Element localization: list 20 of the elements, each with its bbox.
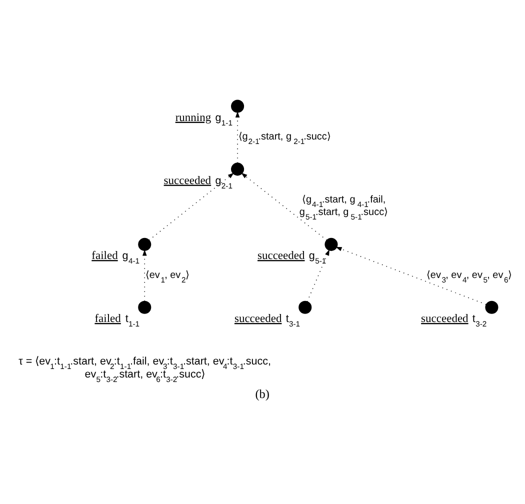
node-label: g$_{1-1}$ (215, 111, 232, 127)
edge-label: ⟨g$_{4-1}$.start, g$_{4-1}$.fail, g$_{5-1}$.start, g$_{5-1}$.succ⟩ (299, 194, 388, 221)
node-label: g$_{2-1}$ (215, 174, 232, 190)
node-label: running (175, 111, 212, 124)
node-label: failed (94, 312, 121, 324)
node-label: succeeded (258, 250, 305, 262)
label: τ = ⟨ev$_{1}$:t$_{1-1}$.start, ev$_{2}$:t$_{1-1}$.fail, ev$_{3}$:t$_{3-1}$.start, ev$_{4}$:t$_{3-1}$.succ, ev$_{5}$:t$_{3-2}$.start, ev$_{6}$:t$_{3-2}$.succ⟩ (18, 354, 271, 384)
node-label: succeeded (421, 312, 468, 324)
caption: (b) (255, 386, 270, 400)
node-label: t$_{1-1}$ (125, 312, 140, 328)
node-label: succeeded (164, 174, 212, 186)
edge-label: ⟨ev$_{3}$, ev$_{4}$, ev$_{5}$, ev$_{6}$⟩ (426, 269, 512, 284)
node-label: g$_{4-1}$ (122, 250, 140, 266)
node-label: succeeded (234, 312, 282, 324)
edge-label: ⟨ev$_{1}$, ev$_{2}$⟩ (145, 269, 190, 284)
edge-label: ⟨g$_{2-1}$.start, g$_{2-1}$.succ⟩ (238, 131, 331, 146)
node-label: failed (92, 250, 118, 262)
node-label: g$_{5-1}$ (308, 250, 326, 266)
node-label: t$_{3-2}$ (472, 312, 487, 328)
node-label: t$_{3-1}$ (286, 312, 300, 328)
